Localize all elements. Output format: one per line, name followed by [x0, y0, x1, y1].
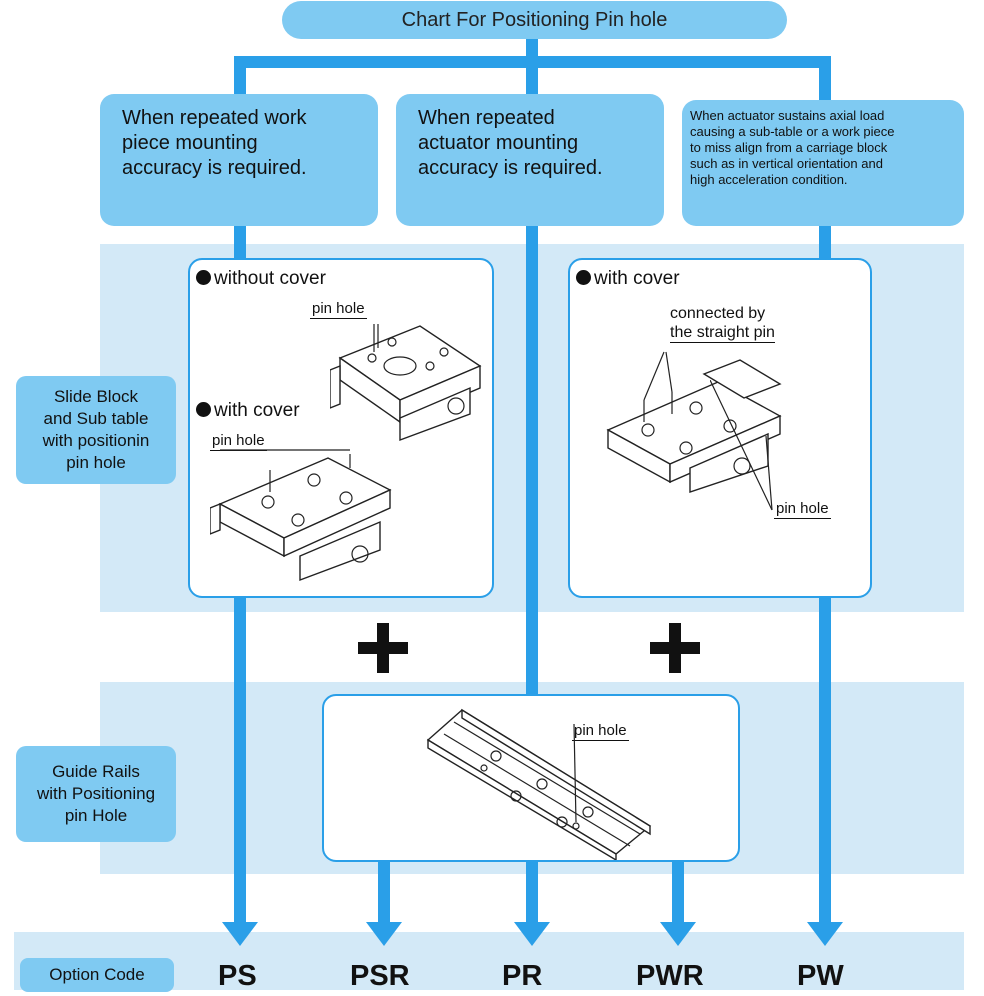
side-guide-line-1: Guide Rails: [52, 762, 140, 781]
plus-icon-right-vertical: [669, 623, 681, 673]
side-slide-line-4: pin hole: [66, 453, 126, 472]
label-with-cover-right: with cover: [576, 268, 680, 290]
option-code-label: Option Code: [20, 958, 174, 992]
bullet-icon: [576, 270, 591, 285]
condition-axial-line-1: When actuator sustains axial load: [690, 108, 885, 123]
condition-axial-line-5: high acceleration condition.: [690, 172, 848, 187]
side-slide-line-1: Slide Block: [53, 387, 139, 406]
bullet-icon: [196, 402, 211, 417]
slide-block-with-cover-drawing: [210, 449, 392, 582]
arrow-pwr: [660, 922, 696, 946]
condition-work-piece: When repeated work piece mounting accura…: [100, 94, 378, 226]
option-code-ps: PS: [218, 960, 257, 992]
condition-work-piece-line-3: accuracy is required.: [122, 157, 307, 179]
condition-axial-line-4: such as in vertical orientation and: [690, 156, 883, 171]
condition-axial-load: When actuator sustains axial load causin…: [682, 100, 964, 226]
side-slide-line-3: with positionin: [42, 431, 150, 450]
condition-work-piece-line-2: piece mounting: [122, 132, 258, 154]
condition-axial-line-2: causing a sub-table or a work piece: [690, 124, 895, 139]
callout-connected-by-pin: connected by the straight pin: [670, 304, 775, 343]
callout-connected-line-2: the straight pin: [670, 324, 775, 343]
option-code-pr: PR: [502, 960, 543, 992]
arrow-pr: [514, 922, 550, 946]
pin-hole-leader-lines: [710, 380, 773, 511]
label-with-cover-left: with cover: [196, 400, 300, 422]
option-code-pwr: PWR: [636, 960, 704, 992]
label-with-cover-right-text: with cover: [594, 268, 680, 289]
condition-actuator-line-1: When repeated: [418, 107, 555, 129]
side-slide-line-2: and Sub table: [43, 409, 149, 428]
side-label-guide-rails: Guide Rails with Positioning pin Hole: [16, 746, 176, 842]
line-pwr: [672, 860, 684, 926]
label-with-cover-left-text: with cover: [214, 400, 300, 421]
slide-block-pw-drawing: [606, 351, 782, 493]
plus-icon-left-vertical: [377, 623, 389, 673]
condition-axial-line-3: to miss align from a carriage block: [690, 140, 888, 155]
panel-guide-rail: pin hole: [322, 694, 740, 862]
callout-pin-hole-right: pin hole: [774, 500, 831, 519]
line-psr: [378, 860, 390, 926]
slide-block-without-cover-drawing: [330, 324, 482, 442]
trunk-line: [526, 36, 538, 62]
condition-actuator-line-2: actuator mounting: [418, 132, 579, 154]
arrow-psr: [366, 922, 402, 946]
condition-work-piece-line-1: When repeated work: [122, 107, 307, 129]
arrow-pw: [807, 922, 843, 946]
panel-slide-block-pw: with cover connected by the straight pin…: [568, 258, 872, 598]
condition-actuator: When repeated actuator mounting accuracy…: [396, 94, 664, 226]
callout-pin-hole-1: pin hole: [310, 300, 367, 319]
side-label-slide-block: Slide Block and Sub table with positioni…: [16, 376, 176, 484]
label-without-cover: without cover: [196, 268, 326, 290]
side-guide-line-3: pin Hole: [64, 806, 128, 825]
chart-title: Chart For Positioning Pin hole: [282, 1, 787, 39]
arrow-ps: [222, 922, 258, 946]
panel-slide-block-standard: without cover pin hole with cover pin ho…: [188, 258, 494, 598]
callout-pin-hole-rail: pin hole: [572, 722, 629, 741]
option-code-psr: PSR: [350, 960, 410, 992]
guide-rail-drawing: [426, 708, 652, 860]
bullet-icon: [196, 270, 211, 285]
option-code-pw: PW: [797, 960, 844, 992]
label-without-cover-text: without cover: [214, 268, 326, 289]
condition-actuator-line-3: accuracy is required.: [418, 157, 603, 179]
callout-connected-line-1: connected by: [670, 305, 766, 322]
side-guide-line-2: with Positioning: [36, 784, 156, 803]
